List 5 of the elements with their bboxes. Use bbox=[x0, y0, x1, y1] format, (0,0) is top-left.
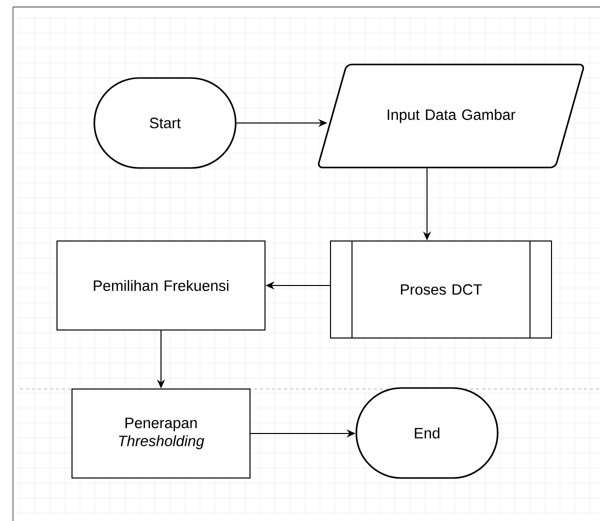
process-box: Proses DCT bbox=[330, 240, 552, 339]
process-box: Pemilihan Frekuensi bbox=[56, 240, 266, 330]
process-box: Penerapan Thresholding bbox=[72, 388, 250, 478]
node-label: Input Data Gambar bbox=[388, 109, 516, 123]
input-parallelogram: Input Data Gambar bbox=[318, 64, 584, 168]
